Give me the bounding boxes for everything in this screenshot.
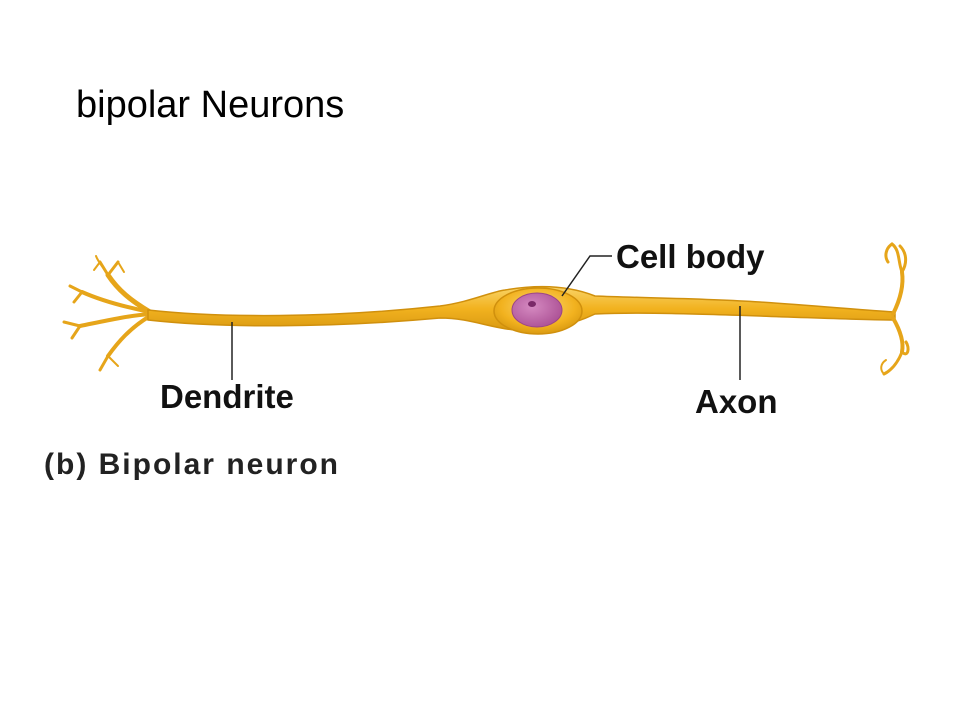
nucleus: [511, 292, 563, 328]
slide-title: bipolar Neurons: [76, 84, 345, 126]
dendrite-branches: [62, 255, 153, 372]
figure-caption: (b) Bipolar neuron: [44, 448, 340, 481]
cell-body-leader-line: [561, 255, 612, 297]
axon-terminals: [880, 242, 910, 376]
cell-body-label: Cell body: [616, 238, 765, 275]
nucleolus: [528, 301, 536, 307]
dendrite-label: Dendrite: [160, 378, 294, 415]
leader-lines: [231, 255, 741, 380]
axon-label: Axon: [695, 383, 778, 420]
